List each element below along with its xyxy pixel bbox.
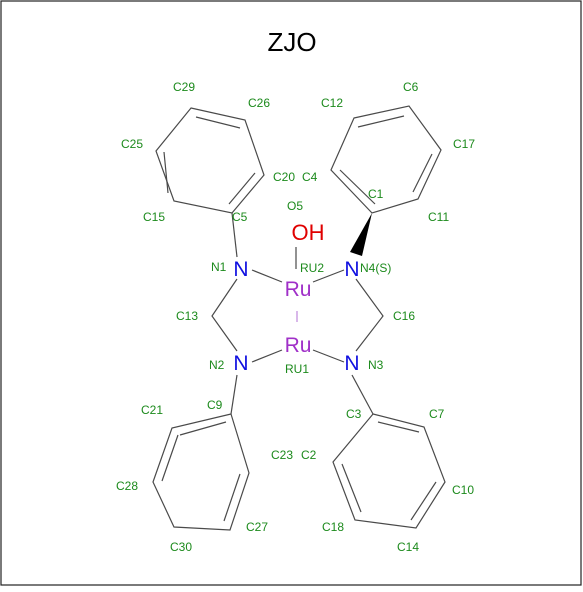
label-c30: C30 bbox=[170, 540, 192, 554]
label-c2: C2 bbox=[301, 448, 317, 462]
label-n1: N1 bbox=[211, 260, 227, 274]
label-o5: O5 bbox=[287, 199, 303, 213]
bond-n2-ru1 bbox=[251, 349, 283, 363]
label-c7: C7 bbox=[429, 407, 445, 421]
label-c28: C28 bbox=[116, 479, 138, 493]
ring-lower-right-inner-bond-2 bbox=[410, 481, 437, 521]
bond-n4-c16-n3 bbox=[355, 278, 384, 352]
label-c12: C12 bbox=[321, 96, 343, 110]
label-c11: C11 bbox=[428, 210, 449, 224]
label-c4: C4 bbox=[302, 170, 318, 184]
diagram-title: ZJO bbox=[267, 27, 316, 57]
ring-lower-left bbox=[152, 413, 250, 531]
ring-lower-right bbox=[332, 413, 446, 529]
label-c25: C25 bbox=[121, 137, 143, 151]
label-c27: C27 bbox=[246, 520, 268, 534]
bond-c5-n1 bbox=[231, 212, 238, 258]
atom-oh: OH bbox=[292, 220, 325, 245]
ring-upper-left-inner-bond-3 bbox=[163, 151, 169, 194]
label-c1: C1 bbox=[368, 187, 384, 201]
label-c18: C18 bbox=[322, 520, 344, 534]
bond-c1-n4-wedge bbox=[350, 213, 372, 256]
bond-n1-c13-n2 bbox=[211, 278, 238, 352]
label-c29: C29 bbox=[173, 80, 195, 94]
label-n3: N3 bbox=[368, 358, 384, 372]
atom-n-left-top: N bbox=[233, 258, 248, 281]
atom-n-left-bottom: N bbox=[233, 352, 248, 375]
ring-upper-right-inner-bond-1 bbox=[357, 115, 405, 128]
atom-n-right-top: N bbox=[344, 258, 359, 281]
ring-lower-right-inner-bond-1 bbox=[377, 421, 420, 433]
label-c9: C9 bbox=[207, 398, 223, 412]
ring-lower-right-outline bbox=[332, 413, 446, 529]
atom-ru-bottom: Ru bbox=[285, 334, 312, 357]
label-n4: N4(S) bbox=[360, 261, 391, 275]
label-c20: C20 bbox=[273, 170, 295, 184]
bond-n1-ru2 bbox=[251, 269, 283, 283]
label-c6: C6 bbox=[403, 80, 419, 94]
ring-upper-right-inner-bond-3 bbox=[339, 169, 376, 205]
atom-n-right-bottom: N bbox=[344, 352, 359, 375]
bond-ru1-n3 bbox=[312, 349, 345, 363]
label-c21: C21 bbox=[141, 403, 163, 417]
ring-lower-left-inner-bond-2 bbox=[161, 434, 179, 482]
bond-n3-c3 bbox=[351, 374, 374, 415]
label-c3: C3 bbox=[346, 407, 362, 421]
label-n2: N2 bbox=[209, 358, 225, 372]
ring-lower-right-inner-bond-3 bbox=[341, 463, 362, 513]
atom-ru-top: Ru bbox=[285, 278, 312, 301]
label-ru2: RU2 bbox=[300, 261, 324, 275]
bond-n2-c9 bbox=[230, 374, 238, 415]
label-c5: C5 bbox=[232, 210, 248, 224]
bond-ru2-n4 bbox=[312, 269, 345, 283]
label-c23: C23 bbox=[271, 448, 293, 462]
ring-upper-left-inner-bond-2 bbox=[228, 172, 256, 205]
label-c13: C13 bbox=[176, 309, 198, 323]
label-c14: C14 bbox=[397, 540, 419, 554]
label-c17: C17 bbox=[453, 137, 475, 151]
ring-lower-left-inner-bond-1 bbox=[223, 473, 241, 522]
label-ru1: RU1 bbox=[285, 362, 309, 376]
label-c26: C26 bbox=[248, 96, 270, 110]
ring-lower-left-inner-bond-3 bbox=[179, 421, 227, 436]
ring-upper-right-inner-bond-2 bbox=[412, 153, 433, 193]
ring-lower-left-outline bbox=[152, 413, 250, 531]
label-c16: C16 bbox=[393, 309, 415, 323]
ring-upper-right-outline bbox=[330, 105, 442, 214]
ring-upper-left-inner-bond-1 bbox=[195, 116, 241, 129]
label-c15: C15 bbox=[143, 210, 165, 224]
label-c10: C10 bbox=[452, 483, 474, 497]
ring-upper-right bbox=[330, 105, 442, 214]
